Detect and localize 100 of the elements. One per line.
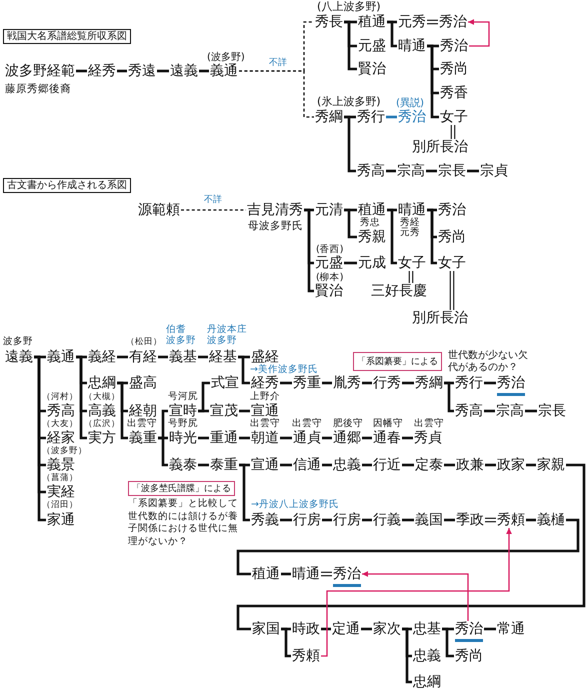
- person-name: 通春: [372, 430, 402, 446]
- double-line: [320, 572, 333, 576]
- person-name: 元盛: [357, 38, 387, 54]
- person-name: 定通: [331, 621, 361, 637]
- connector-line: [387, 20, 397, 48]
- connector-line: [198, 356, 208, 358]
- person-name: 忠義: [412, 648, 442, 664]
- double-line: [408, 270, 414, 284]
- person-name: 重通: [209, 430, 239, 446]
- annotation-text: 肥後守: [333, 419, 363, 430]
- connector-line: [526, 464, 536, 466]
- annotation-text: →美作波多野氏: [250, 365, 318, 376]
- person-name: 朝道: [250, 430, 280, 446]
- annotation-text: 秀経: [400, 218, 420, 228]
- person-name: 秀尚: [439, 61, 469, 77]
- connector-line: [426, 170, 437, 172]
- person-name: 秀長: [314, 14, 344, 30]
- double-line: [484, 518, 497, 522]
- person-name: 義通: [46, 349, 76, 365]
- person-name: 胤秀: [332, 375, 362, 391]
- connector-line: [117, 70, 127, 72]
- connector-line: [362, 382, 372, 384]
- person-name: 政兼: [455, 457, 485, 473]
- connector-line: [76, 70, 87, 72]
- connector-line: [467, 170, 479, 172]
- person-name: 元成: [357, 255, 387, 271]
- connector-line: [427, 208, 437, 264]
- connector-line: [362, 518, 372, 522]
- connector-line: [238, 356, 250, 384]
- person-name: 忠基: [412, 621, 442, 637]
- connector-line: [76, 356, 87, 440]
- edge-label: 不詳: [204, 195, 222, 205]
- connector-line: [427, 44, 439, 118]
- person-name: 秀治: [439, 38, 469, 54]
- connector-line: [362, 436, 372, 440]
- connector-line: [304, 208, 314, 292]
- person-name: 秀綱: [314, 109, 344, 125]
- person-name: 賢治: [314, 283, 344, 299]
- annotation-text: 出雲守: [292, 419, 322, 430]
- person-name: 秀治: [454, 621, 484, 637]
- person-name: 宗高: [396, 163, 426, 179]
- person-name: 秀義: [250, 512, 280, 528]
- annotation-text: 出雲守: [250, 419, 280, 430]
- person-name: 行房: [292, 512, 322, 528]
- person-name: 晴通: [397, 38, 427, 54]
- connector-line: [198, 436, 209, 440]
- person-name: 秀治: [397, 109, 427, 125]
- person-name: 義重: [128, 430, 158, 446]
- person-name: 別所長治: [411, 139, 469, 155]
- person-name: 秀頼: [291, 648, 321, 664]
- connector-line: [402, 628, 412, 684]
- connector-line: [484, 410, 495, 412]
- person-name: 秀尚: [437, 229, 467, 245]
- person-name: 義国: [414, 512, 444, 528]
- person-name: 義通: [209, 63, 239, 79]
- person-name: 行房: [332, 512, 362, 528]
- person-name: 経朝: [129, 403, 158, 419]
- person-name: 吉見清秀: [246, 202, 304, 218]
- person-name: 晴通: [397, 202, 427, 218]
- person-name: 時光: [168, 430, 198, 446]
- connector-line: [199, 70, 209, 72]
- dashed-line: [239, 70, 314, 118]
- annotation-text: (異説): [396, 98, 424, 109]
- person-name: 宗長: [437, 163, 467, 179]
- connector-line: [198, 410, 209, 412]
- annotation-text: 波多野: [207, 336, 237, 346]
- connector-line: [158, 356, 168, 358]
- person-name: 女子: [439, 109, 469, 125]
- person-name: 元清: [314, 202, 344, 218]
- person-name: 定泰: [414, 457, 444, 473]
- person-name: 秀治: [438, 14, 468, 30]
- person-name: 忠義: [332, 457, 362, 473]
- person-name: 盛高: [128, 375, 158, 391]
- connector-line: [344, 208, 357, 238]
- person-name: 行近: [372, 457, 402, 473]
- connector-line: [280, 518, 292, 522]
- connector-line: [158, 436, 168, 466]
- person-name: 宗高: [495, 403, 525, 419]
- connector-line: [344, 262, 357, 264]
- person-name: 元秀: [397, 14, 427, 30]
- connector-line: [344, 116, 356, 172]
- connector-line: [444, 518, 455, 522]
- person-name: 秀重: [292, 375, 322, 391]
- person-name: 義経: [87, 349, 117, 365]
- person-name: 秀高: [454, 403, 484, 419]
- person-name: 秀貞: [413, 430, 443, 446]
- annotation-text: 出雲守: [414, 419, 444, 430]
- person-name: 宣時: [169, 403, 197, 419]
- person-name: 政家: [496, 457, 526, 473]
- connector-line: [239, 410, 250, 412]
- annotation-text: →丹波八上波多野氏: [251, 500, 339, 510]
- connector-line: [387, 208, 397, 264]
- person-name: 経家: [46, 430, 76, 446]
- person-name: 家親: [536, 457, 566, 473]
- person-name: 泰重: [209, 457, 239, 473]
- person-name: 稙通: [357, 202, 387, 218]
- connector-line: [281, 572, 291, 576]
- person-name: 宗貞: [479, 163, 509, 179]
- person-name: 稙通: [357, 14, 387, 30]
- connector-line: [322, 382, 332, 384]
